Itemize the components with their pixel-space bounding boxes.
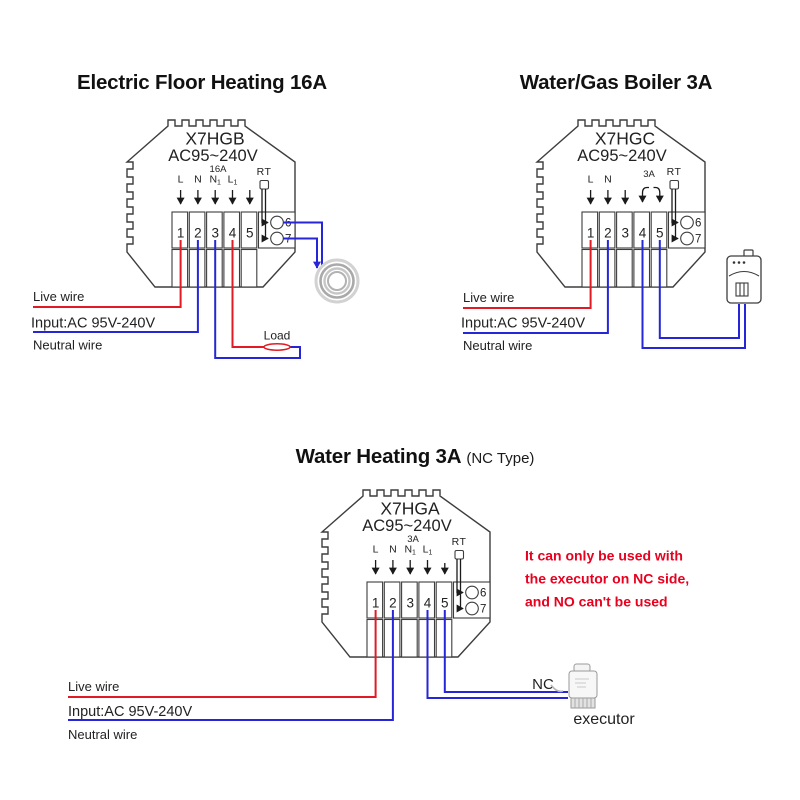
device-model: X7HGC	[595, 129, 655, 149]
neutral-wire-label: Neutral wire	[68, 727, 137, 742]
terminal-5: 5	[441, 596, 449, 611]
floor-sensor-coil-icon	[314, 258, 360, 304]
nc-label: NC	[532, 676, 554, 693]
device-voltage: AC95~240V	[577, 147, 666, 165]
diagram-water-heating-nc: Water Heating 3A(NC Type) X7HGA AC95~240…	[68, 445, 689, 742]
neutral-wire-label: Neutral wire	[33, 338, 102, 353]
input-voltage-label: Input:AC 95V-240V	[461, 316, 585, 332]
diagram-electric-floor-heating: Electric Floor Heating 16A X7HGB AC95~24…	[31, 71, 360, 359]
terminal-1: 1	[177, 226, 185, 241]
rt-sensor-label: RT	[667, 166, 682, 178]
load-return-wire	[214, 240, 301, 359]
input-voltage-label: Input:AC 95V-240V	[68, 704, 192, 720]
device-model: X7HGA	[380, 499, 440, 519]
live-wire	[33, 240, 182, 308]
diagram3-title: Water Heating 3A(NC Type)	[296, 445, 535, 468]
terminal-5: 5	[246, 226, 254, 241]
device-rating: 16A	[210, 164, 228, 175]
neutral-wire	[33, 240, 199, 333]
note-line-3: and NO can't be used	[525, 594, 668, 610]
terminal-arrows	[176, 190, 254, 205]
pin-label-l: L	[588, 174, 594, 186]
terminal-4: 4	[229, 226, 237, 241]
live-wire-label: Live wire	[463, 290, 514, 305]
device-rating: 3A	[643, 169, 655, 180]
diagram2-title: Water/Gas Boiler 3A	[520, 71, 713, 94]
terminal-3: 3	[621, 226, 629, 241]
neutral-wire-label: Neutral wire	[463, 338, 532, 353]
terminal-2: 2	[604, 226, 612, 241]
rt-sensor-label: RT	[257, 166, 272, 178]
pin-label-l1: L1	[423, 544, 433, 557]
load-element-icon	[263, 343, 291, 351]
live-wire-label: Live wire	[33, 289, 84, 304]
sensor-wire-7	[283, 237, 321, 269]
sensor-wire-6	[283, 221, 323, 267]
terminal-arrows	[371, 560, 449, 575]
live-wire	[68, 610, 377, 698]
pin-label-l1: L1	[228, 174, 238, 187]
device-voltage: AC95~240V	[362, 517, 451, 535]
pin-label-l: L	[373, 544, 379, 556]
nc-note-text: It can only be used with the executor on…	[525, 548, 689, 610]
boiler-wire-a	[641, 240, 746, 349]
nc-hook-wire	[550, 684, 564, 693]
pin-label-n: N	[604, 174, 612, 186]
boiler-wire-b	[658, 240, 740, 339]
relay-switch-icon	[638, 186, 664, 203]
terminal-arrows	[586, 190, 630, 205]
terminal-3: 3	[211, 226, 219, 241]
note-line-1: It can only be used with	[525, 548, 683, 564]
rt-sensor-label: RT	[452, 536, 467, 548]
input-voltage-label: Input:AC 95V-240V	[31, 316, 155, 332]
neutral-wire	[68, 610, 394, 721]
actuator-executor-icon	[568, 663, 598, 709]
pin-label-n: N	[389, 544, 397, 556]
neutral-wire	[463, 240, 609, 334]
pin-label-n1: N1	[209, 174, 221, 187]
terminal-1: 1	[587, 226, 595, 241]
aux-terminal-6: 6	[695, 218, 701, 230]
actuator-wire-a	[426, 610, 568, 699]
live-wire-label: Live wire	[68, 679, 119, 694]
load-label: Load	[264, 329, 291, 343]
diagram-water-gas-boiler: Water/Gas Boiler 3A X7HGC AC95~240V 3A L…	[461, 71, 762, 353]
device-rating: 3A	[407, 534, 419, 545]
executor-label: executor	[573, 711, 635, 728]
pin-label-n: N	[194, 174, 202, 186]
aux-terminal-7: 7	[695, 234, 701, 246]
diagram1-title: Electric Floor Heating 16A	[77, 71, 327, 94]
pin-label-n1: N1	[404, 544, 416, 557]
terminal-1: 1	[372, 596, 380, 611]
aux-terminal-7: 7	[480, 604, 486, 616]
device-model: X7HGB	[185, 129, 244, 149]
aux-terminal-6: 6	[480, 588, 486, 600]
load-feed-wire	[231, 240, 264, 348]
boiler-icon	[726, 249, 762, 304]
terminal-3: 3	[406, 596, 414, 611]
note-line-2: the executor on NC side,	[525, 571, 689, 587]
device-voltage: AC95~240V	[168, 147, 257, 165]
live-wire	[463, 240, 592, 309]
terminal-4: 4	[639, 226, 647, 241]
terminal-2: 2	[194, 226, 202, 241]
terminal-4: 4	[424, 596, 432, 611]
actuator-wire-b	[443, 610, 568, 693]
terminal-5: 5	[656, 226, 664, 241]
terminal-2: 2	[389, 596, 397, 611]
pin-label-l: L	[178, 174, 184, 186]
